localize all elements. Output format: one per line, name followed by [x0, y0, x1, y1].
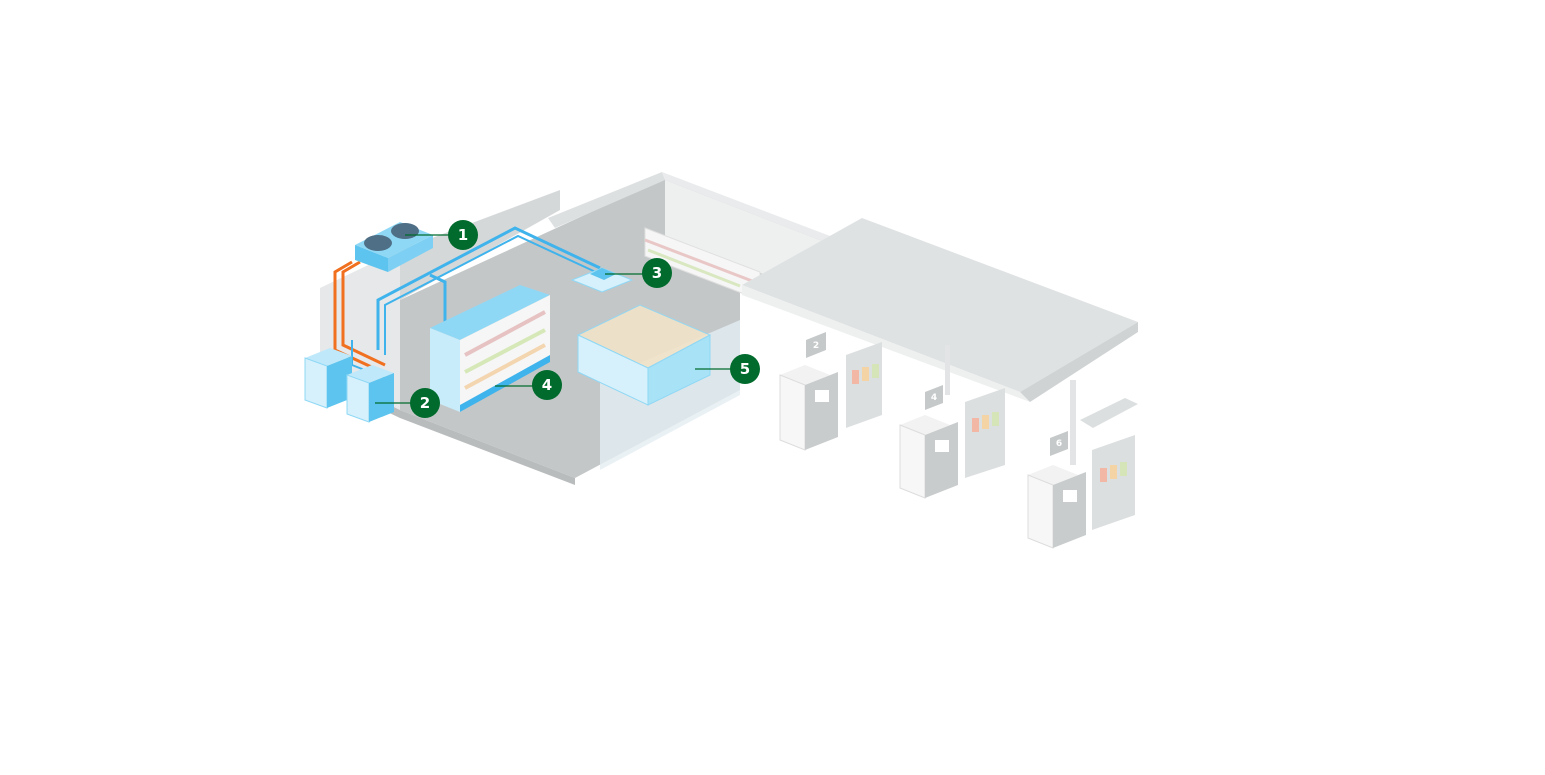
fuel-pump-island-1: 2 — [779, 332, 882, 451]
marker-label: 5 — [740, 360, 750, 378]
fan-icon — [391, 223, 419, 239]
leader-lines — [375, 234, 731, 404]
marker-label: 2 — [420, 394, 430, 412]
refrigerant-pipes — [333, 226, 601, 381]
store-building — [320, 172, 830, 485]
marker-5[interactable]: 5 — [730, 354, 760, 384]
marker-3[interactable]: 3 — [642, 258, 672, 288]
compressor-units — [304, 348, 394, 423]
fuel-pump-island-3: 6 — [1027, 431, 1135, 549]
marker-label: 4 — [542, 376, 552, 394]
condenser-unit — [355, 222, 433, 272]
multideck-display-case — [430, 285, 550, 412]
pump-number: 4 — [931, 393, 937, 403]
fuel-canopy — [742, 218, 1138, 465]
fan-icon — [364, 235, 392, 251]
fuel-pump-island-2: 4 — [899, 385, 1005, 499]
marker-1[interactable]: 1 — [448, 220, 478, 250]
marker-2[interactable]: 2 — [410, 388, 440, 418]
marker-label: 1 — [458, 226, 468, 244]
island-freezer — [576, 304, 712, 406]
marker-label: 3 — [652, 264, 662, 282]
pump-number: 2 — [813, 341, 819, 351]
marker-4[interactable]: 4 — [532, 370, 562, 400]
pump-number: 6 — [1056, 439, 1062, 449]
